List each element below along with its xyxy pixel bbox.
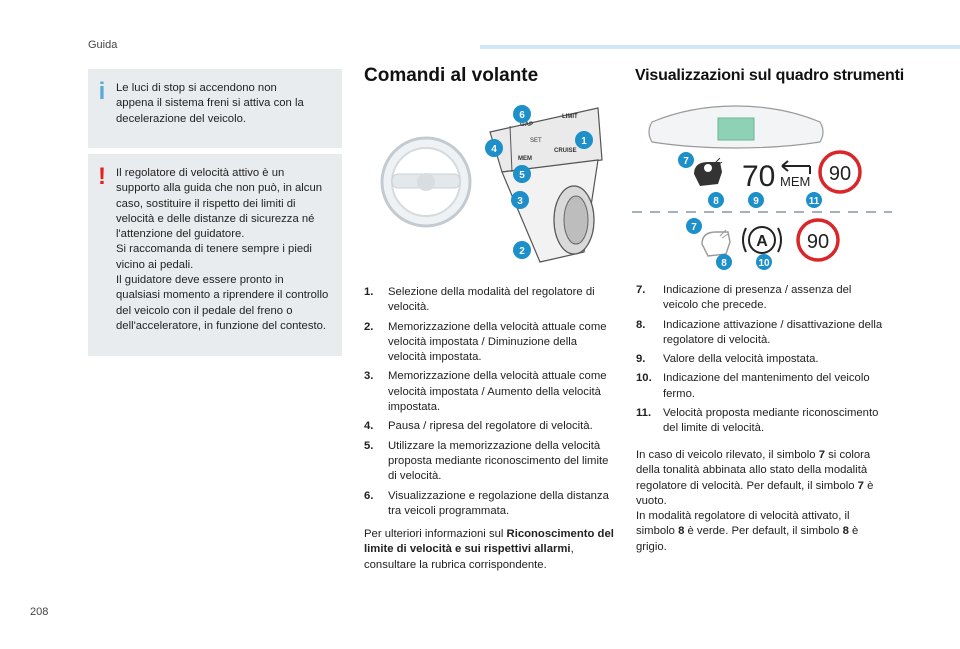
cluster-paragraph: In caso di veicolo rilevato, il simbolo … bbox=[636, 449, 874, 553]
svg-text:5: 5 bbox=[519, 170, 525, 181]
list-item: 6.Visualizzazione e regolazione della di… bbox=[364, 489, 609, 517]
info-note-text: Le luci di stop si accendono non appena … bbox=[116, 82, 304, 125]
callout-1: 1 bbox=[575, 131, 593, 149]
svg-text:8: 8 bbox=[721, 258, 727, 269]
list-item: 5.Utilizzare la memorizzazione della vel… bbox=[364, 439, 609, 483]
auto-hold-icon: A bbox=[742, 226, 782, 254]
lever-label-set: SET bbox=[530, 138, 542, 144]
callout-7-top: 7 bbox=[678, 152, 694, 168]
vehicle-ahead-outline-icon bbox=[701, 229, 731, 257]
instrument-cluster-figure: 70 MEM 90 7 8 9 11 A 90 7 bbox=[630, 104, 898, 274]
lever-label-mem: MEM bbox=[518, 156, 532, 162]
svg-text:1: 1 bbox=[581, 136, 587, 147]
steering-wheel-icon bbox=[380, 136, 472, 228]
controls-title: Comandi al volante bbox=[364, 65, 539, 86]
instrument-cluster-icon bbox=[648, 105, 824, 149]
svg-text:7: 7 bbox=[683, 156, 689, 167]
controls-footer-text: Per ulteriori informazioni sul Riconosci… bbox=[364, 528, 614, 571]
callout-3: 3 bbox=[511, 191, 529, 209]
list-item: 9.Valore della velocità impostata. bbox=[636, 353, 819, 366]
callout-10: 10 bbox=[756, 254, 772, 270]
svg-text:9: 9 bbox=[753, 196, 759, 207]
lever-label-gap: GAP bbox=[520, 122, 533, 128]
svg-text:A: A bbox=[756, 233, 768, 250]
info-note: i Le luci di stop si accendono non appen… bbox=[88, 69, 342, 148]
cross-reference-link: Riconoscimento del limite di velocità e … bbox=[364, 528, 614, 556]
speed-limit-sign-bottom: 90 bbox=[796, 218, 840, 262]
info-icon: i bbox=[98, 78, 106, 105]
warning-note: ! Il regolatore di velocità attivo è un … bbox=[88, 154, 342, 356]
svg-text:4: 4 bbox=[491, 144, 497, 155]
list-item: 11.Velocità proposta mediante riconoscim… bbox=[636, 407, 879, 435]
svg-text:90: 90 bbox=[829, 163, 851, 185]
list-item: 1.Selezione della modalità del regolator… bbox=[364, 286, 595, 314]
cluster-title: Visualizzazioni sul quadro strumenti bbox=[635, 67, 904, 84]
list-item: 4.Pausa / ripresa del regolatore di velo… bbox=[364, 420, 593, 433]
callout-11: 11 bbox=[806, 192, 822, 208]
svg-text:2: 2 bbox=[519, 246, 525, 257]
page-number: 208 bbox=[30, 606, 49, 618]
list-item: 8.Indicazione attivazione / disattivazio… bbox=[636, 318, 883, 346]
callout-4: 4 bbox=[485, 139, 503, 157]
svg-text:8: 8 bbox=[713, 196, 719, 207]
svg-text:10: 10 bbox=[758, 258, 770, 269]
list-item: 10.Indicazione del mantenimento del veic… bbox=[636, 372, 870, 400]
header-accent-bar bbox=[480, 45, 960, 49]
callout-8-top: 8 bbox=[708, 192, 724, 208]
svg-text:3: 3 bbox=[517, 196, 523, 207]
svg-text:11: 11 bbox=[809, 196, 820, 207]
lever-label-limit: LIMIT bbox=[562, 114, 578, 120]
warning-icon: ! bbox=[98, 163, 106, 190]
set-speed-value: 70 bbox=[742, 160, 775, 193]
list-item: 2.Memorizzazione della velocità attuale … bbox=[364, 320, 607, 364]
callout-5: 5 bbox=[513, 165, 531, 183]
svg-text:6: 6 bbox=[519, 110, 525, 121]
mem-label: MEM bbox=[780, 174, 810, 189]
speed-limit-sign-top: 90 bbox=[818, 150, 862, 194]
cruise-control-stalk-icon: GAP LIMIT CRUISE SET MEM bbox=[480, 107, 606, 263]
steering-controls-figure: GAP LIMIT CRUISE SET MEM 1 2 3 4 5 6 bbox=[362, 102, 618, 270]
callout-8-bottom: 8 bbox=[716, 254, 732, 270]
warning-note-text: Il regolatore di velocità attivo è un su… bbox=[116, 167, 329, 332]
callout-9: 9 bbox=[748, 192, 764, 208]
vehicle-ahead-icon bbox=[694, 157, 723, 186]
callout-2: 2 bbox=[513, 241, 531, 259]
list-item: 3.Memorizzazione della velocità attuale … bbox=[364, 370, 607, 414]
mem-arrow-icon bbox=[781, 160, 811, 174]
section-header: Guida bbox=[88, 39, 118, 51]
lever-label-cruise: CRUISE bbox=[554, 148, 577, 154]
list-item: 7.Indicazione di presenza / assenza del … bbox=[636, 284, 852, 312]
svg-text:90: 90 bbox=[807, 231, 829, 253]
cluster-list: 7.Indicazione di presenza / assenza del … bbox=[636, 283, 886, 441]
svg-text:7: 7 bbox=[691, 222, 697, 233]
controls-list: 1.Selezione della modalità del regolator… bbox=[364, 285, 614, 523]
callout-7-bottom: 7 bbox=[686, 218, 702, 234]
callout-6: 6 bbox=[513, 105, 531, 123]
